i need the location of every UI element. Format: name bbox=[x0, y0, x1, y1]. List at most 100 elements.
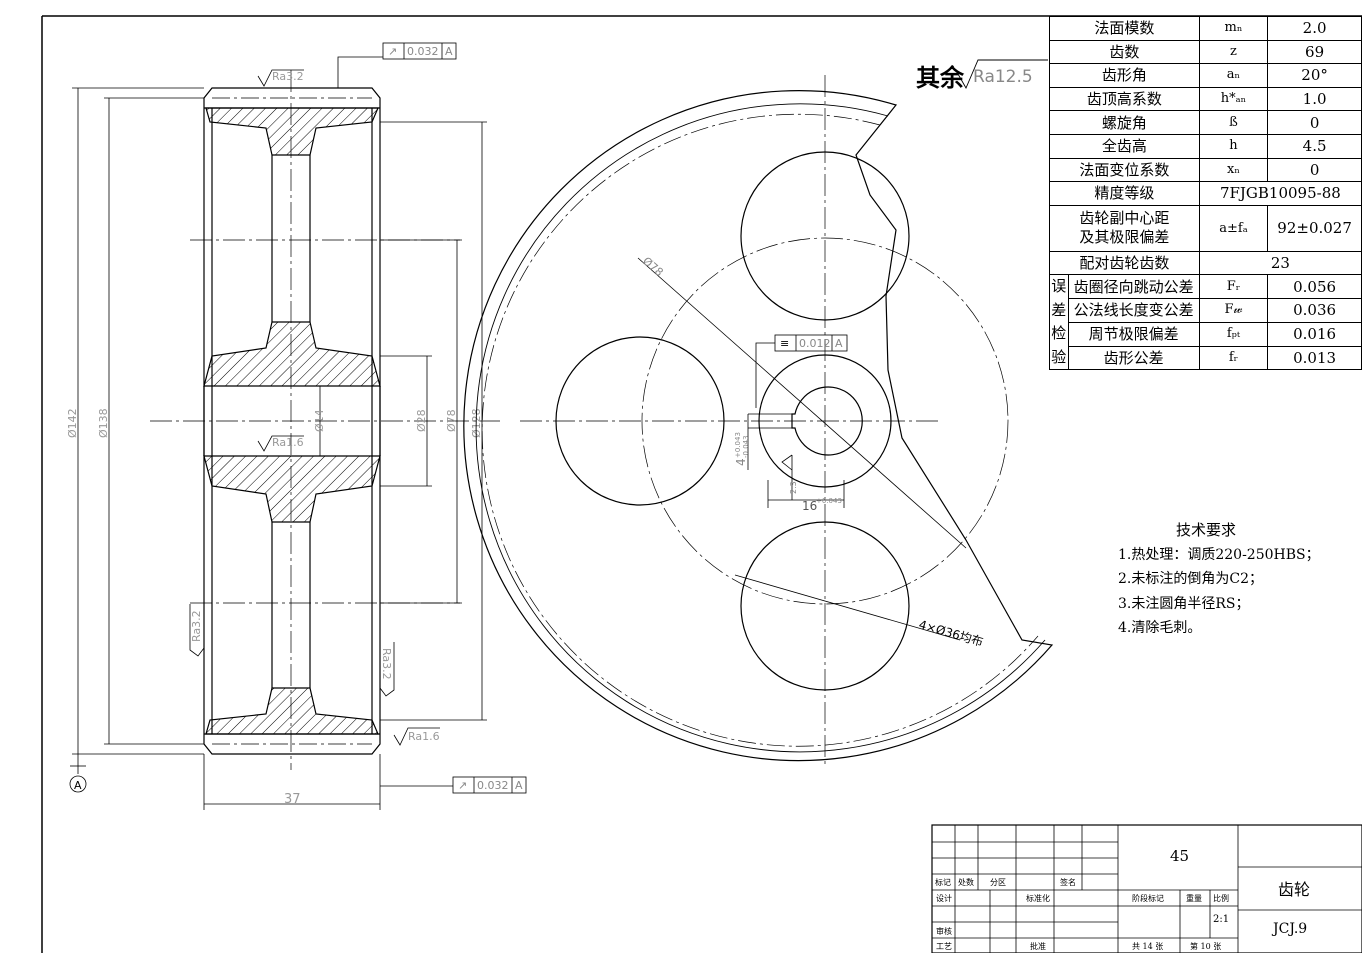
error-value: 0.056 bbox=[1267, 274, 1362, 300]
surface-note: 其余 Ra12.5 bbox=[916, 59, 1048, 92]
param-symbol: xₙ bbox=[1198, 157, 1269, 183]
part-name: 齿轮 bbox=[1278, 880, 1311, 899]
param-value: 2.0 bbox=[1267, 16, 1362, 41]
table-row: 法面模数 mₙ 2.0 bbox=[1049, 16, 1362, 41]
gear-outline bbox=[203, 87, 381, 755]
table-row: 齿数 z 69 bbox=[1049, 39, 1362, 65]
param-symbol: mₙ bbox=[1198, 16, 1269, 41]
roughness-mark bbox=[393, 727, 440, 746]
holes-note: 4×Ø36均布 bbox=[917, 617, 985, 649]
param-value: 23 bbox=[1198, 250, 1362, 276]
param-symbol: a±fₐ bbox=[1198, 204, 1269, 252]
dim-d14: Ø14 bbox=[313, 409, 326, 432]
table-row: 齿顶高系数 h*ₐₙ 1.0 bbox=[1049, 86, 1362, 112]
param-value: 0 bbox=[1267, 157, 1362, 183]
tol-top-symbol: ↗ bbox=[388, 45, 397, 58]
table-row: 全齿高 h 4.5 bbox=[1049, 133, 1362, 159]
front-view bbox=[463, 75, 1054, 765]
key-width-tol: +0.043 bbox=[816, 497, 842, 505]
param-value: 7FJGB10095-88 bbox=[1198, 181, 1362, 206]
table-row: 齿轮副中心距 及其极限偏差 a±fₐ 92±0.027 bbox=[1049, 204, 1362, 252]
roughness-bore: Ra1.6 bbox=[272, 436, 304, 449]
roughness-right: Ra3.2 bbox=[380, 648, 393, 680]
dim-d142: Ø142 bbox=[66, 408, 79, 438]
error-label: 齿形公差 bbox=[1067, 345, 1200, 371]
param-label: 法面变位系数 bbox=[1049, 157, 1200, 183]
rim-bottom-section bbox=[205, 687, 379, 735]
tech-title: 技术要求 bbox=[1176, 521, 1237, 539]
label-zone: 分区 bbox=[990, 878, 1006, 887]
error-symbol: fₚₜ bbox=[1198, 321, 1269, 347]
label-weight: 重量 bbox=[1186, 894, 1202, 903]
key-height: 2.3 bbox=[789, 481, 798, 494]
gear-params-table: 法面模数 mₙ 2.0 齿数 z 69 齿形角 aₙ 20° 齿顶高系数 h*ₐ… bbox=[1049, 16, 1362, 371]
roughness-top: Ra3.2 bbox=[272, 70, 304, 83]
param-value: 69 bbox=[1267, 39, 1362, 65]
datum-label: A bbox=[74, 779, 82, 792]
error-label: 齿圈径向跳动公差 bbox=[1067, 274, 1200, 300]
key-sym-datum: A bbox=[835, 337, 843, 350]
side-view-dims: Ø142 Ø138 Ø14 Ø28 Ø78 Ø128 37 Ra3.2 Ra1.… bbox=[66, 70, 483, 807]
surface-note-roughness: Ra12.5 bbox=[973, 67, 1033, 87]
param-label-line: 及其极限偏差 bbox=[1079, 228, 1170, 247]
surface-note-prefix: 其余 bbox=[916, 64, 965, 92]
tol-top-value: 0.032 bbox=[407, 45, 439, 58]
label-ratio: 比例 bbox=[1213, 894, 1229, 903]
param-symbol: h bbox=[1198, 133, 1269, 159]
error-symbol: fᵣ bbox=[1198, 345, 1269, 371]
label-approve: 批准 bbox=[1030, 942, 1046, 951]
tech-item: 3.未注圆角半径RS； bbox=[1118, 595, 1250, 612]
error-value: 0.013 bbox=[1267, 345, 1362, 371]
param-label: 齿形角 bbox=[1049, 63, 1200, 88]
key-depth: 4 bbox=[734, 458, 748, 466]
table-row: 配对齿轮齿数 23 bbox=[1049, 250, 1362, 276]
label-mark: 标记 bbox=[935, 878, 951, 887]
dim-d138: Ø138 bbox=[97, 408, 110, 438]
roughness-bottom: Ra1.6 bbox=[408, 730, 440, 743]
title-block-grid bbox=[931, 824, 1362, 953]
table-row: 齿形角 aₙ 20° bbox=[1049, 63, 1362, 88]
param-value: 20° bbox=[1267, 63, 1362, 88]
dim-width: 37 bbox=[284, 792, 301, 807]
label-count: 处数 bbox=[958, 878, 974, 887]
param-label: 全齿高 bbox=[1049, 133, 1200, 159]
label-stage: 阶段标记 bbox=[1132, 894, 1164, 903]
gear-partial-outline bbox=[463, 90, 1054, 762]
param-value: 4.5 bbox=[1267, 133, 1362, 159]
error-group-label: 误 差 检 验 bbox=[1049, 274, 1069, 371]
key-tol-lower: -0.043 bbox=[742, 435, 750, 458]
param-label-line: 齿轮副中心距 bbox=[1079, 209, 1170, 228]
error-label: 公法线长度变公差 bbox=[1067, 298, 1200, 323]
roughness-mark bbox=[379, 642, 395, 697]
tol-bottom-value: 0.032 bbox=[477, 779, 509, 792]
rim-top-section bbox=[205, 107, 379, 156]
hub-upper-section bbox=[203, 321, 381, 387]
tol-top-datum: A bbox=[445, 45, 453, 58]
label-review: 审核 bbox=[936, 927, 952, 936]
table-row: 周节极限偏差 fₚₜ 0.016 bbox=[1050, 321, 1362, 347]
param-label: 齿轮副中心距 及其极限偏差 bbox=[1049, 204, 1200, 252]
label-standard: 标准化 bbox=[1026, 894, 1050, 903]
tolerance-frame-bottom bbox=[452, 776, 527, 794]
tech-item: 2.未标注的倒角为C2； bbox=[1118, 571, 1263, 587]
param-symbol: h*ₐₙ bbox=[1198, 86, 1269, 112]
param-label: 配对齿轮齿数 bbox=[1049, 250, 1200, 276]
material: 45 bbox=[1170, 847, 1190, 865]
label-total-sheets: 共 14 张 bbox=[1132, 942, 1164, 951]
label-sheet-number: 第 10 张 bbox=[1190, 942, 1222, 951]
tol-bottom-symbol: ↗ bbox=[458, 779, 467, 792]
error-symbol: F𝓌 bbox=[1198, 298, 1269, 323]
param-label: 法面模数 bbox=[1049, 16, 1200, 41]
sheet-border bbox=[41, 15, 1362, 953]
drawing-number: JCJ.9 bbox=[1273, 921, 1308, 937]
tol-bottom-datum: A bbox=[515, 779, 523, 792]
table-row: 螺旋角 ß 0 bbox=[1049, 110, 1362, 135]
label-design: 设计 bbox=[936, 894, 952, 903]
param-symbol: aₙ bbox=[1198, 63, 1269, 88]
error-symbol: Fᵣ bbox=[1198, 274, 1269, 300]
roughness-mark bbox=[189, 604, 205, 657]
hub-lower-section bbox=[203, 455, 381, 523]
tech-item: 4.清除毛刺。 bbox=[1118, 620, 1202, 636]
error-value: 0.016 bbox=[1267, 321, 1362, 347]
